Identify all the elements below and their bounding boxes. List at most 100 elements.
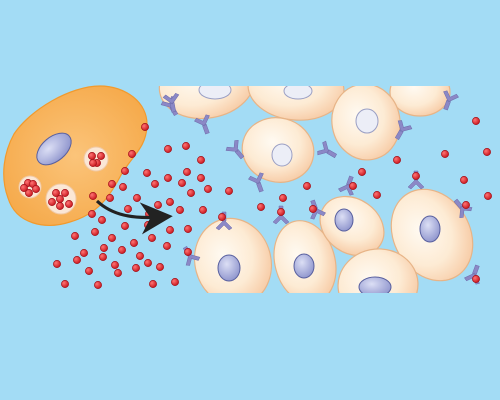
signal-molecule [80, 249, 88, 257]
signal-molecule [141, 123, 149, 131]
signal-molecule [108, 234, 116, 242]
signal-molecule [136, 252, 144, 260]
nucleus [36, 132, 72, 166]
signal-molecule [164, 174, 172, 182]
signal-molecule [166, 198, 174, 206]
signal-molecule [65, 200, 73, 208]
signal-molecule [484, 192, 492, 200]
signal-molecule [197, 156, 205, 164]
signal-molecule [257, 203, 265, 211]
nucleus [358, 276, 392, 293]
signal-molecule [128, 150, 136, 158]
receptor [394, 120, 413, 141]
receptor [338, 175, 354, 196]
nucleus [293, 253, 315, 279]
signal-molecule [184, 225, 192, 233]
signal-molecule [460, 176, 468, 184]
signal-molecule [130, 239, 138, 247]
signal-molecule [197, 174, 205, 182]
nucleus [355, 108, 379, 134]
signal-molecule [148, 234, 156, 242]
receptor [453, 198, 473, 219]
signal-molecule [441, 150, 449, 158]
signal-molecule [144, 259, 152, 267]
signal-molecule [133, 194, 141, 202]
signal-molecule [303, 182, 311, 190]
signal-molecule [182, 142, 190, 150]
secretory-cell-group [3, 85, 148, 226]
signal-molecule [144, 221, 152, 229]
signal-molecule [218, 213, 226, 221]
signal-molecule [472, 275, 480, 283]
receptor [194, 114, 210, 135]
signal-molecule [52, 189, 60, 197]
signal-molecule [483, 148, 491, 156]
signal-molecule [154, 201, 162, 209]
receptor [317, 140, 338, 159]
diffusion-arrow [95, 199, 173, 235]
receptor [443, 90, 459, 111]
signal-molecule [85, 267, 93, 275]
signal-molecule [178, 179, 186, 187]
signal-molecule [151, 180, 159, 188]
signal-molecule [89, 159, 97, 167]
signal-molecule [48, 198, 56, 206]
signal-molecule [106, 194, 114, 202]
signal-molecule [32, 185, 40, 193]
signal-molecule [143, 169, 151, 177]
nucleus [198, 86, 232, 100]
signal-molecule [56, 195, 64, 203]
signal-molecule [73, 256, 81, 264]
signal-molecule [91, 228, 99, 236]
signal-molecule [53, 260, 61, 268]
signal-molecule [94, 281, 102, 289]
signal-molecule [25, 189, 33, 197]
signal-molecule [204, 185, 212, 193]
signal-molecule [111, 261, 119, 269]
signal-molecule [121, 222, 129, 230]
target-cell [158, 86, 256, 120]
nucleus [334, 208, 354, 232]
signal-molecule [225, 187, 233, 195]
signal-molecule [462, 201, 470, 209]
signal-molecule [412, 172, 420, 180]
receptor [162, 92, 180, 113]
signal-molecule [132, 264, 140, 272]
nucleus [217, 254, 241, 282]
receptor [225, 139, 245, 160]
signal-molecule [171, 278, 179, 286]
signal-molecule [349, 182, 357, 190]
signal-molecule [149, 280, 157, 288]
signal-molecule [373, 191, 381, 199]
signal-molecule [114, 269, 122, 277]
signal-molecule [98, 216, 106, 224]
target-cell-cluster [158, 86, 474, 293]
receptor [248, 172, 264, 193]
signal-molecule [88, 210, 96, 218]
signal-molecule [61, 189, 69, 197]
signal-molecule [56, 202, 64, 210]
signal-molecule [99, 253, 107, 261]
signal-molecule [121, 167, 129, 175]
signal-molecule [393, 156, 401, 164]
signal-molecule [61, 280, 69, 288]
signal-molecule [187, 189, 195, 197]
signal-molecule [199, 206, 207, 214]
signal-molecule [164, 145, 172, 153]
signal-molecule [166, 226, 174, 234]
nucleus [419, 215, 441, 243]
signal-molecule [176, 206, 184, 214]
secretory-vesicle [83, 146, 109, 172]
nucleus [283, 86, 313, 100]
signal-molecule [309, 205, 317, 213]
signal-molecule [89, 192, 97, 200]
signal-molecule [184, 248, 192, 256]
signal-molecule [20, 184, 28, 192]
signal-molecule [279, 194, 287, 202]
signal-molecule [100, 244, 108, 252]
signal-molecule [108, 180, 116, 188]
signal-molecule [124, 205, 132, 213]
signal-molecule [118, 246, 126, 254]
nucleus [271, 143, 293, 167]
